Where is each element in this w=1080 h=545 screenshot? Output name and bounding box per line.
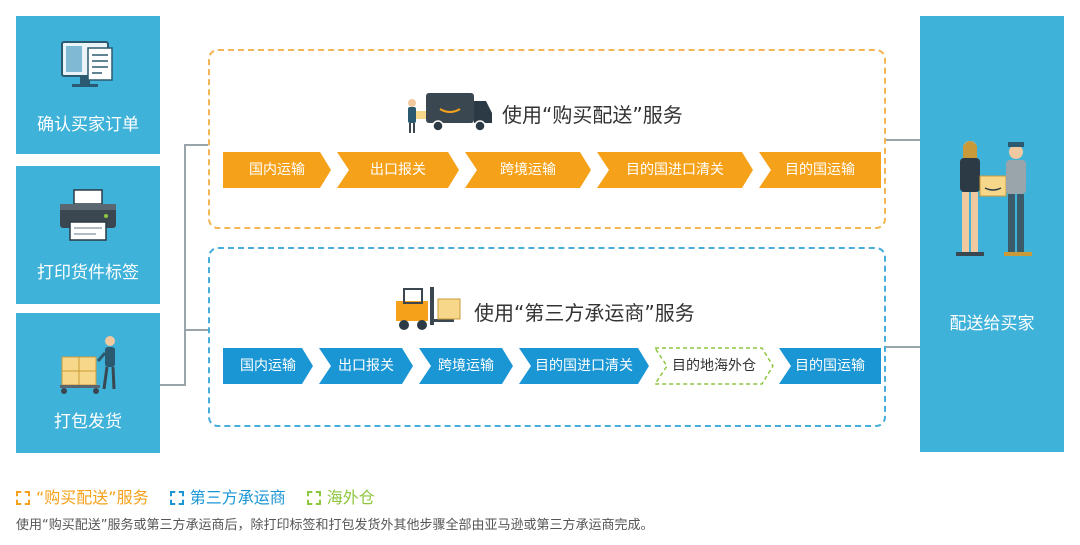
step-label-pack-ship: 打包发货 <box>54 412 122 432</box>
legend-label: 海外仓 <box>326 488 375 507</box>
buy-chevron-3 <box>465 152 591 188</box>
third-chevron-5 <box>654 347 774 385</box>
third-stage-label: 目的国运输 <box>795 358 865 374</box>
printer-icon <box>60 189 116 241</box>
buy-stage-label: 出口报关 <box>370 162 426 178</box>
footnote: 使用“购买配送”服务或第三方承运商后，除打印标签和打包发货外其他步骤全部由亚马逊… <box>16 518 654 533</box>
buy-shipping-stages: 国内运输 出口报关 跨境运输 目的国进口清关 目的国运输 <box>222 151 882 189</box>
legend-item-buy-shipping: “购买配送”服务 <box>16 484 149 508</box>
third-chevron-6 <box>779 348 881 384</box>
third-party-carrier-panel: 使用“第三方承运商”服务 国内运输 出口报关 跨境运输 目的国进口清关 目的地海外仓 目的… <box>208 247 886 427</box>
third-chevron-4 <box>519 348 649 384</box>
buy-stage-label: 目的国运输 <box>785 162 855 178</box>
step-label-print-label: 打印货件标签 <box>37 263 139 283</box>
deliver-to-buyer-label: 配送给买家 <box>949 314 1035 334</box>
third-stage-label: 跨境运输 <box>438 358 494 374</box>
order-screen-icon <box>61 41 113 87</box>
packing-worker-icon <box>60 336 116 394</box>
buy-stage-label: 国内运输 <box>249 162 305 178</box>
step-print-label: 打印货件标签 <box>16 166 160 304</box>
delivery-handover-icon <box>956 141 1032 256</box>
third-stage-label: 目的国进口清关 <box>535 358 633 374</box>
third-stage-label: 国内运输 <box>240 358 296 374</box>
buy-shipping-panel: 使用“购买配送”服务 国内运输 出口报关 跨境运输 目的国进口清关 目的国运输 <box>208 49 886 229</box>
step-label-confirm-order: 确认买家订单 <box>37 115 139 135</box>
third-party-carrier-stages: 国内运输 出口报关 跨境运输 目的国进口清关 目的地海外仓 目的国运输 <box>222 347 882 385</box>
third-party-carrier-title: 使用“第三方承运商”服务 <box>474 301 695 325</box>
buy-shipping-title: 使用“购买配送”服务 <box>502 103 683 127</box>
legend-swatch <box>306 491 321 505</box>
legend-label: “购买配送”服务 <box>36 488 149 507</box>
buy-chevron-4 <box>597 152 753 188</box>
step-pack-ship: 打包发货 <box>16 313 160 453</box>
third-chevron-1 <box>223 348 313 384</box>
buy-chevron-5 <box>759 152 881 188</box>
third-chevron-3 <box>419 348 513 384</box>
third-stage-label: 目的地海外仓 <box>672 358 756 374</box>
buy-stage-label: 跨境运输 <box>500 162 556 178</box>
legend-swatch <box>169 491 184 505</box>
buy-stage-label: 目的国进口清关 <box>626 162 724 178</box>
delivery-van-icon <box>408 93 492 133</box>
third-stage-label: 出口报关 <box>338 358 394 374</box>
buy-chevron-1 <box>223 152 331 188</box>
forklift-icon <box>396 287 461 330</box>
legend: “购买配送”服务 第三方承运商 海外仓 <box>16 484 391 508</box>
legend-item-overseas: 海外仓 <box>306 484 375 508</box>
buy-chevron-2 <box>337 152 459 188</box>
deliver-to-buyer-box: 配送给买家 <box>920 16 1064 452</box>
legend-label: 第三方承运商 <box>189 488 286 507</box>
third-chevron-2 <box>319 348 413 384</box>
legend-item-third-party: 第三方承运商 <box>169 484 286 508</box>
step-confirm-order: 确认买家订单 <box>16 16 160 154</box>
legend-swatch <box>16 491 30 505</box>
